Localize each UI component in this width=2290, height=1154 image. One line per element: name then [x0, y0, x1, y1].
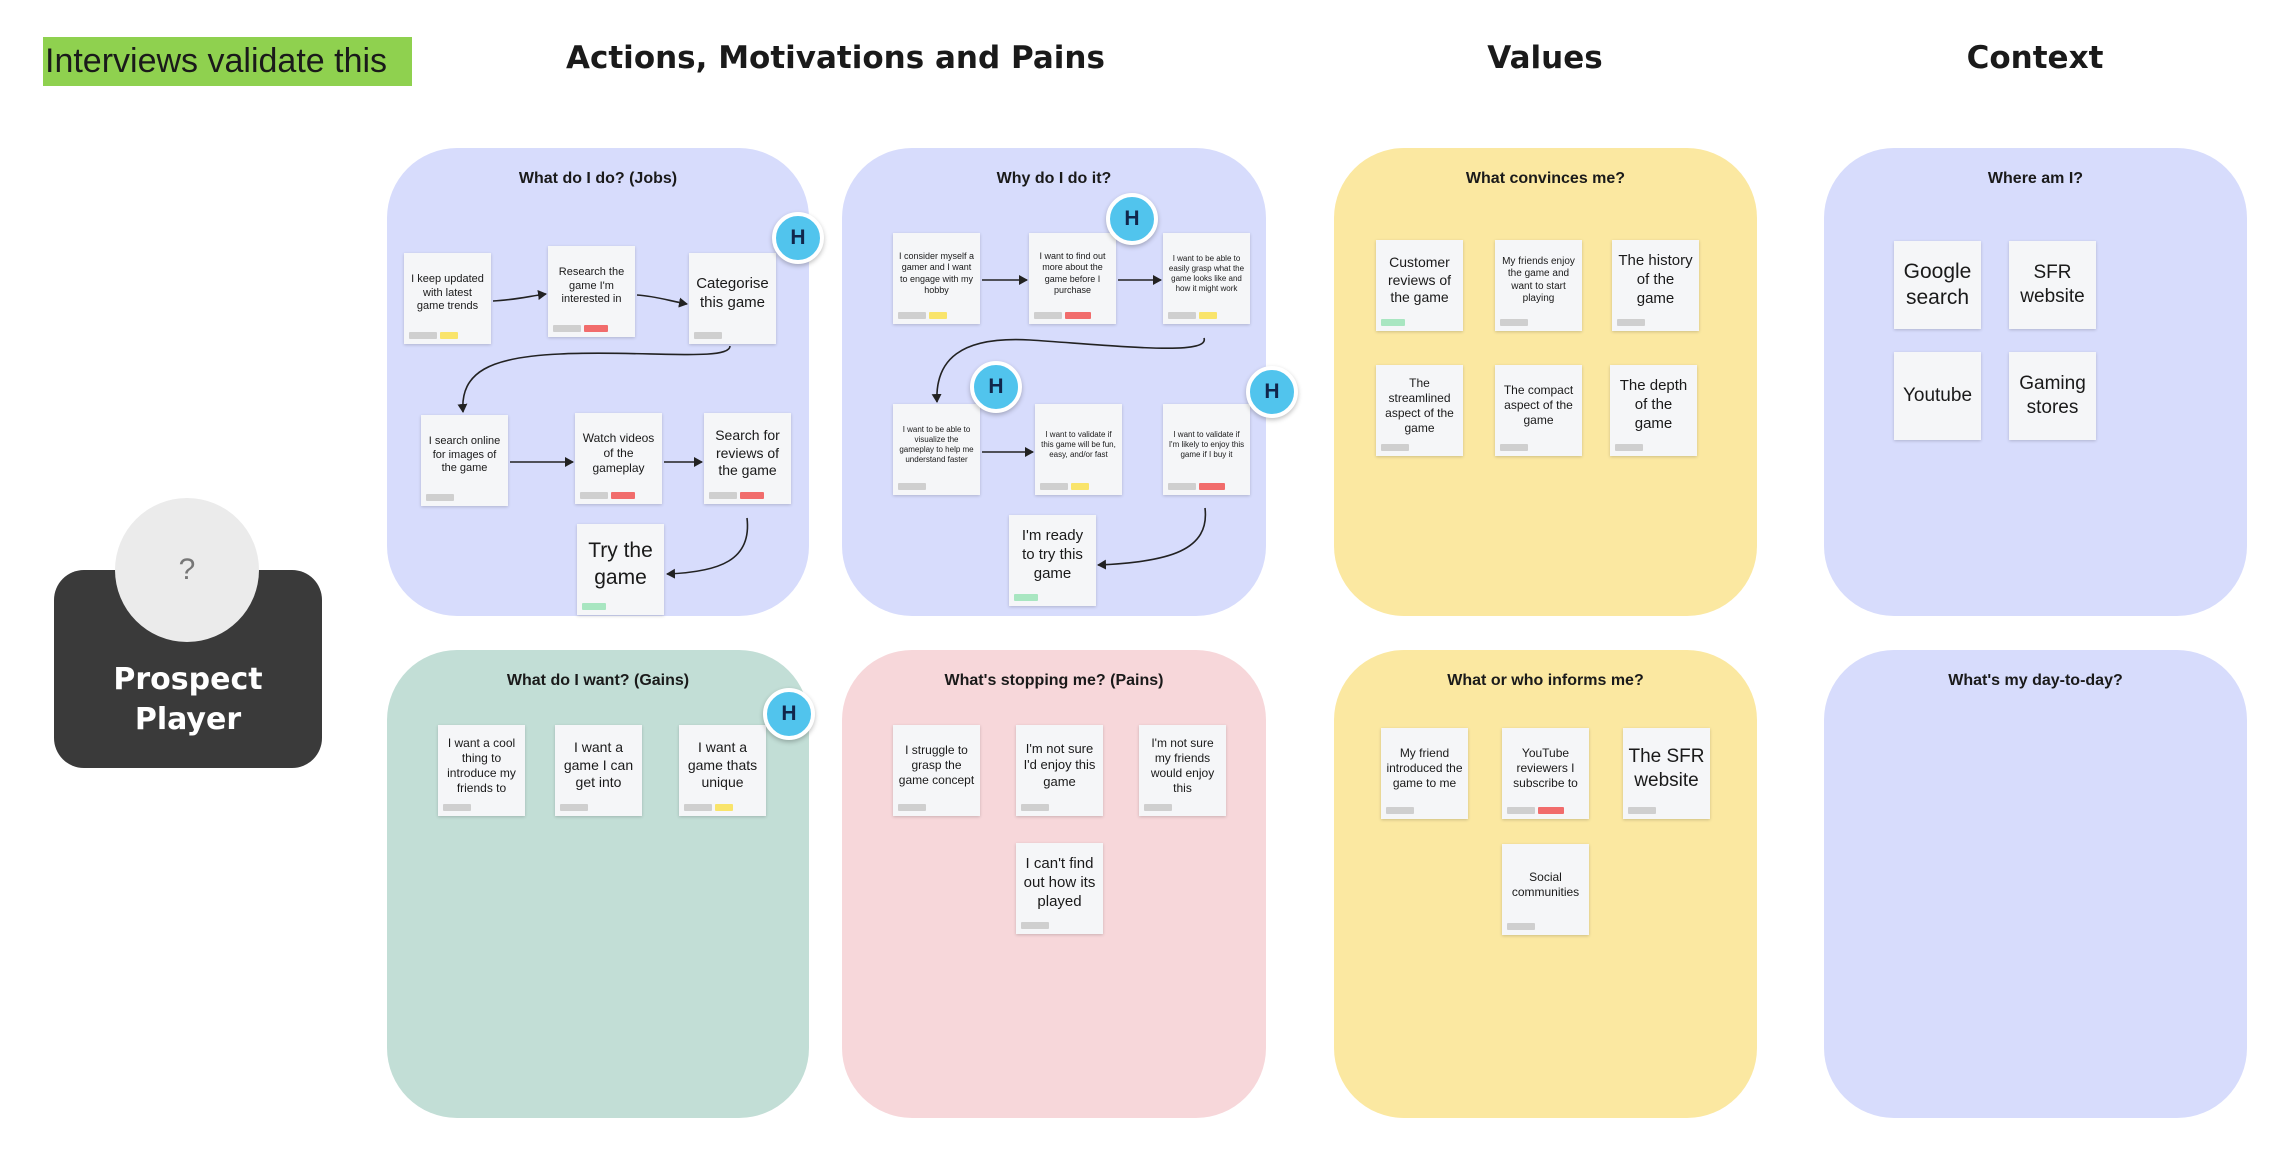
panel-title-why: Why do I do it? [996, 170, 1112, 187]
note-jobs-7[interactable]: Try the game [577, 524, 664, 615]
note-jobs-6[interactable]: Search for reviews of the game [704, 413, 791, 504]
note-why-5[interactable]: I want to validate if this game will be … [1035, 404, 1122, 495]
note-informs-4[interactable]: Social communities [1502, 844, 1589, 935]
note-why-3[interactable]: I want to be able to easily grasp what t… [1163, 233, 1250, 324]
note-pains-1[interactable]: I struggle to grasp the game concept [893, 725, 980, 816]
panel-title-informs: What or who informs me? [1447, 672, 1644, 689]
section-title-context: Context [1966, 40, 2104, 76]
note-convinces-6[interactable]: The depth of the game [1610, 365, 1697, 456]
note-where-1[interactable]: Google search [1894, 241, 1981, 329]
note-where-3[interactable]: Youtube [1894, 352, 1981, 440]
note-where-2[interactable]: SFR website [2009, 241, 2096, 329]
persona-name: Prospect Player [54, 660, 322, 740]
note-convinces-2[interactable]: My friends enjoy the game and want to st… [1495, 240, 1582, 331]
note-why-6[interactable]: I want to validate if I'm likely to enjo… [1163, 404, 1250, 495]
note-jobs-2[interactable]: Research the game I'm interested in [548, 246, 635, 337]
note-jobs-4[interactable]: I search online for images of the game [421, 415, 508, 506]
persona-name-line2: Player [134, 702, 242, 737]
note-informs-2[interactable]: YouTube reviewers I subscribe to [1502, 728, 1589, 819]
section-title-actions: Actions, Motivations and Pains [566, 40, 1105, 76]
note-informs-1[interactable]: My friend introduced the game to me [1381, 728, 1468, 819]
note-gains-1[interactable]: I want a cool thing to introduce my frie… [438, 725, 525, 816]
note-convinces-1[interactable]: Customer reviews of the game [1376, 240, 1463, 331]
note-pains-4[interactable]: I can't find out how its played [1016, 843, 1103, 934]
h-badge-why-left[interactable]: H [970, 361, 1022, 413]
note-jobs-1[interactable]: I keep updated with latest game trends [404, 253, 491, 344]
h-badge-gains[interactable]: H [763, 688, 815, 740]
panel-title-jobs: What do I do? (Jobs) [518, 170, 678, 187]
panel-title-convinces: What convinces me? [1465, 170, 1626, 187]
h-badge-why-top[interactable]: H [1106, 193, 1158, 245]
note-pains-2[interactable]: I'm not sure I'd enjoy this game [1016, 725, 1103, 816]
panel-gains[interactable]: What do I want? (Gains) [387, 650, 809, 1118]
note-why-7[interactable]: I'm ready to try this game [1009, 515, 1096, 606]
note-gains-3[interactable]: I want a game thats unique [679, 725, 766, 816]
persona-name-line1: Prospect [113, 662, 263, 697]
note-gains-2[interactable]: I want a game I can get into [555, 725, 642, 816]
note-why-2[interactable]: I want to find out more about the game b… [1029, 233, 1116, 324]
note-informs-3[interactable]: The SFR website [1623, 728, 1710, 819]
note-why-1[interactable]: I consider myself a gamer and I want to … [893, 233, 980, 324]
panel-day-to-day[interactable]: What's my day-to-day? [1824, 650, 2247, 1118]
interviews-validate-banner: Interviews validate this [43, 37, 412, 86]
panel-title-day-to-day: What's my day-to-day? [1948, 672, 2123, 689]
note-where-4[interactable]: Gaming stores [2009, 352, 2096, 440]
note-why-4[interactable]: I want to be able to visualize the gamep… [893, 404, 980, 495]
note-jobs-5[interactable]: Watch videos of the gameplay [575, 413, 662, 504]
h-badge-why-right[interactable]: H [1246, 366, 1298, 418]
h-badge-jobs[interactable]: H [772, 212, 824, 264]
note-convinces-4[interactable]: The streamlined aspect of the game [1376, 365, 1463, 456]
persona-avatar[interactable]: ? [115, 498, 259, 642]
panel-title-where: Where am I? [1987, 170, 2084, 187]
note-convinces-5[interactable]: The compact aspect of the game [1495, 365, 1582, 456]
panel-title-gains: What do I want? (Gains) [506, 672, 690, 689]
note-pains-3[interactable]: I'm not sure my friends would enjoy this [1139, 725, 1226, 816]
panel-title-pains: What's stopping me? (Pains) [944, 672, 1164, 689]
note-jobs-3[interactable]: Categorise this game [689, 253, 776, 344]
section-title-values: Values [1487, 40, 1603, 76]
note-convinces-3[interactable]: The history of the game [1612, 240, 1699, 331]
